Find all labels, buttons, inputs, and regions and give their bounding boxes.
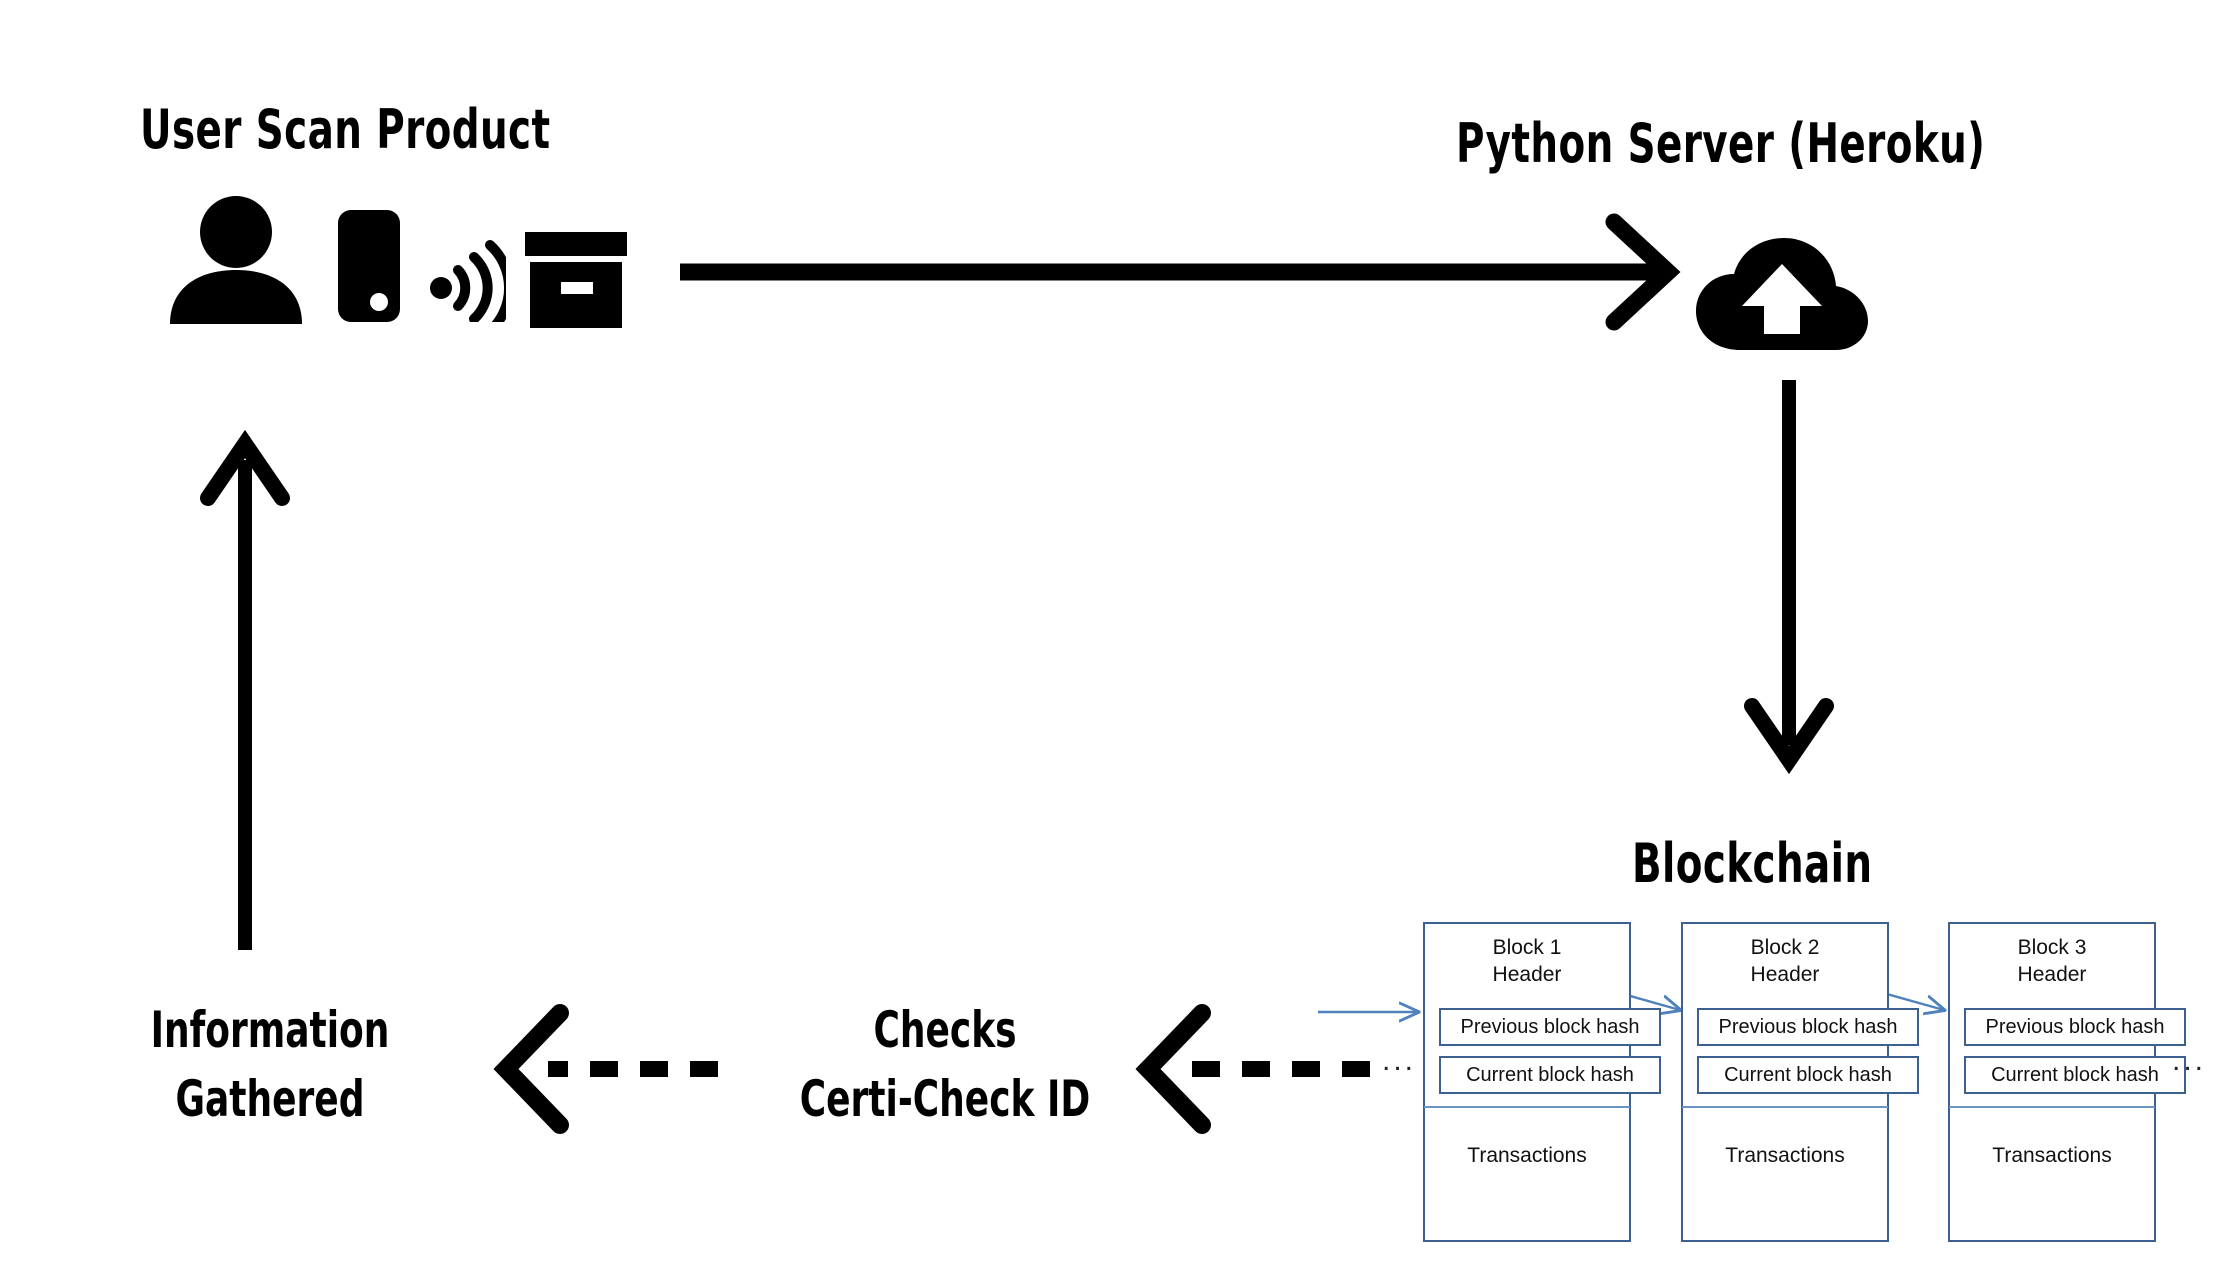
chain-ellipsis-left: ...: [1382, 1044, 1417, 1077]
page-title-user-scan: User Scan Product: [140, 98, 551, 161]
label-information-line2: Gathered: [175, 1070, 365, 1128]
block-1-header-line2: Header: [1492, 963, 1562, 987]
arrow-blockchain-to-checks: [1135, 1004, 1370, 1134]
page-title-python-server: Python Server (Heroku): [1456, 112, 1986, 175]
block-1-header: Block 1 Header: [1425, 934, 1629, 989]
block-3-previous-hash[interactable]: Previous block hash: [1964, 1008, 2186, 1046]
blockchain-block-3[interactable]: Block 3 Header Previous block hash Curre…: [1948, 922, 2186, 1242]
blockchain-block-1[interactable]: Block 1 Header Previous block hash Curre…: [1423, 922, 1661, 1242]
block-3-current-hash[interactable]: Current block hash: [1964, 1056, 2186, 1094]
page-title-blockchain: Blockchain: [1632, 832, 1873, 895]
block-3-header: Block 3 Header: [1950, 934, 2154, 989]
block-1-previous-hash[interactable]: Previous block hash: [1439, 1008, 1661, 1046]
block-3-header-line2: Header: [2017, 963, 2087, 987]
block-2-transactions: Transactions: [1725, 1144, 1845, 1167]
arrow-server-to-blockchain: [1744, 380, 1834, 775]
chain-ellipsis-right: ...: [2172, 1044, 2207, 1077]
block-3-transactions: Transactions: [1992, 1144, 2112, 1167]
block-2-header-line1: Block 2: [1750, 936, 1820, 959]
label-checks-line2: Certi-Check ID: [799, 1070, 1091, 1128]
cloud-upload-icon: [1696, 238, 1868, 359]
block-2-current-hash[interactable]: Current block hash: [1697, 1056, 1919, 1094]
label-checks-line1: Checks: [873, 1001, 1017, 1059]
block-2-previous-hash[interactable]: Previous block hash: [1697, 1008, 1919, 1046]
arrow-scan-to-server: [680, 213, 1681, 331]
block-1-header-line1: Block 1: [1492, 936, 1562, 959]
label-checks-certi-check-id: Checks Certi-Check ID: [735, 996, 1155, 1134]
arrow-information-to-user: [200, 429, 290, 950]
arrow-checks-to-information: [493, 1004, 718, 1134]
block-1-current-hash[interactable]: Current block hash: [1439, 1056, 1661, 1094]
product-box-icon: [525, 232, 627, 333]
block-2-divider: [1682, 1106, 1888, 1108]
block-1-transactions: Transactions: [1467, 1144, 1587, 1167]
wireless-signal-icon: [430, 240, 515, 336]
blockchain-block-2[interactable]: Block 2 Header Previous block hash Curre…: [1681, 922, 1919, 1242]
label-information-gathered: Information Gathered: [95, 996, 445, 1134]
block-3-divider: [1949, 1106, 2155, 1108]
block-2-header-line2: Header: [1750, 963, 1820, 987]
label-information-line1: Information: [150, 1001, 390, 1059]
smartphone-icon: [338, 210, 400, 327]
block-3-header-line1: Block 3: [2017, 936, 2087, 959]
person-icon: [160, 196, 312, 329]
block-1-divider: [1424, 1106, 1630, 1108]
block-2-header: Block 2 Header: [1683, 934, 1887, 989]
